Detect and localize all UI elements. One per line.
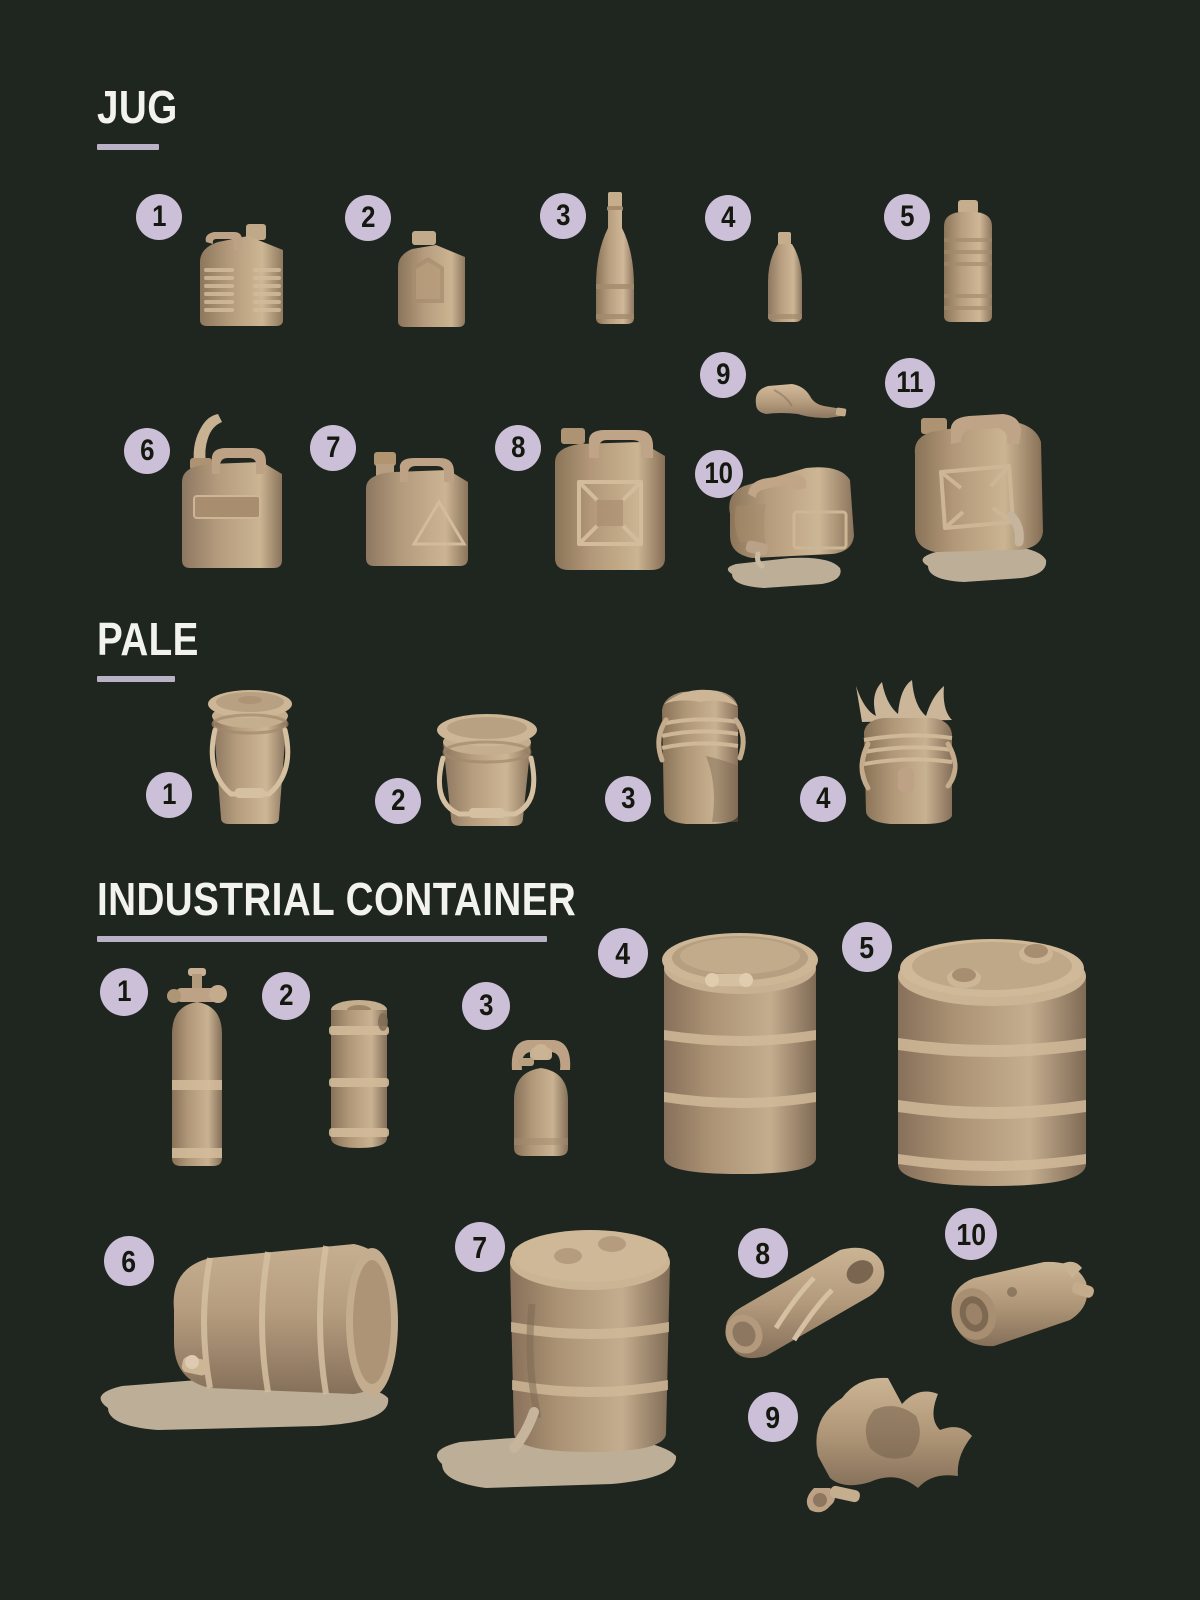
model-cracked-open-pail[interactable]: [648, 676, 752, 828]
model-crushed-jerry-can-leaking[interactable]: [722, 458, 862, 570]
model-square-shoulder-jug[interactable]: [388, 227, 474, 329]
model-small-round-bottle[interactable]: [762, 230, 808, 326]
badge-industrial-9[interactable]: 9: [748, 1392, 798, 1442]
model-toppled-leaking-drum[interactable]: [148, 1238, 416, 1406]
badge-jug-3[interactable]: 3: [540, 193, 586, 239]
badge-jug-6[interactable]: 6: [124, 428, 170, 474]
badge-jug-1[interactable]: 1: [136, 194, 182, 240]
section-title-industrial-container: INDUSTRIAL CONTAINER: [97, 873, 577, 925]
model-ribbed-handle-jug[interactable]: [190, 216, 298, 328]
section-header-pale: PALE: [97, 616, 218, 682]
badge-jug-10[interactable]: 10: [695, 450, 743, 498]
badge-industrial-7[interactable]: 7: [455, 1222, 505, 1272]
badge-jug-4[interactable]: 4: [705, 195, 751, 241]
model-lidded-bucket-wide[interactable]: [425, 702, 549, 834]
badge-jug-7[interactable]: 7: [310, 425, 356, 471]
badge-industrial-8[interactable]: 8: [738, 1228, 788, 1278]
section-header-jug: JUG: [97, 84, 193, 150]
model-crushed-plastic-bottle[interactable]: [752, 378, 848, 424]
spill-pool-jug-11: [912, 540, 1052, 593]
badge-jug-8[interactable]: 8: [495, 425, 541, 471]
model-open-head-drum-with-clamp-ring[interactable]: [650, 902, 830, 1184]
model-gas-cylinder-with-valve[interactable]: [160, 962, 234, 1172]
spill-pool-jug-10: [718, 552, 848, 599]
model-tall-tapered-bottle[interactable]: [590, 190, 640, 326]
section-rule-jug: [97, 144, 159, 150]
badge-industrial-5[interactable]: 5: [842, 922, 892, 972]
model-jerry-can-with-spout[interactable]: [170, 404, 300, 574]
model-propane-tank-with-collar[interactable]: [498, 1030, 584, 1162]
badge-jug-11[interactable]: 11: [885, 358, 935, 408]
section-rule-pale: [97, 676, 175, 682]
badge-pale-2[interactable]: 2: [375, 778, 421, 824]
section-rule-industrial-container: [97, 936, 547, 942]
model-exploded-tank-fragments[interactable]: [800, 1360, 990, 1520]
badge-industrial-10[interactable]: 10: [945, 1208, 997, 1260]
model-jerry-can-x-panel[interactable]: [545, 418, 681, 578]
badge-industrial-1[interactable]: 1: [100, 968, 148, 1016]
section-title-pale: PALE: [97, 613, 199, 665]
section-header-industrial-container: INDUSTRIAL CONTAINER: [97, 876, 668, 942]
badge-jug-5[interactable]: 5: [884, 194, 930, 240]
model-burst-cylinder-end[interactable]: [940, 1258, 1100, 1368]
badge-pale-4[interactable]: 4: [800, 776, 846, 822]
model-jerry-can-triangle-emblem[interactable]: [356, 440, 482, 572]
model-metal-keg[interactable]: [322, 992, 396, 1156]
model-crushed-cylinder-tank[interactable]: [718, 1242, 896, 1366]
model-lidded-bucket-upright[interactable]: [195, 676, 305, 828]
badge-pale-1[interactable]: 1: [146, 772, 192, 818]
badge-industrial-4[interactable]: 4: [598, 928, 648, 978]
section-title-jug: JUG: [97, 81, 178, 133]
badge-industrial-6[interactable]: 6: [104, 1236, 154, 1286]
model-splashing-pail[interactable]: [848, 676, 966, 828]
model-ribbed-cylinder-canister[interactable]: [936, 198, 1000, 326]
model-dented-drum-spilling[interactable]: [498, 1212, 682, 1462]
model-closed-head-drum-two-bungs[interactable]: [884, 914, 1100, 1196]
badge-jug-9[interactable]: 9: [700, 352, 746, 398]
badge-jug-2[interactable]: 2: [345, 195, 391, 241]
badge-industrial-2[interactable]: 2: [262, 972, 310, 1020]
model-dented-jerry-can-spilling[interactable]: [905, 400, 1055, 560]
badge-pale-3[interactable]: 3: [605, 776, 651, 822]
badge-industrial-3[interactable]: 3: [462, 982, 510, 1030]
